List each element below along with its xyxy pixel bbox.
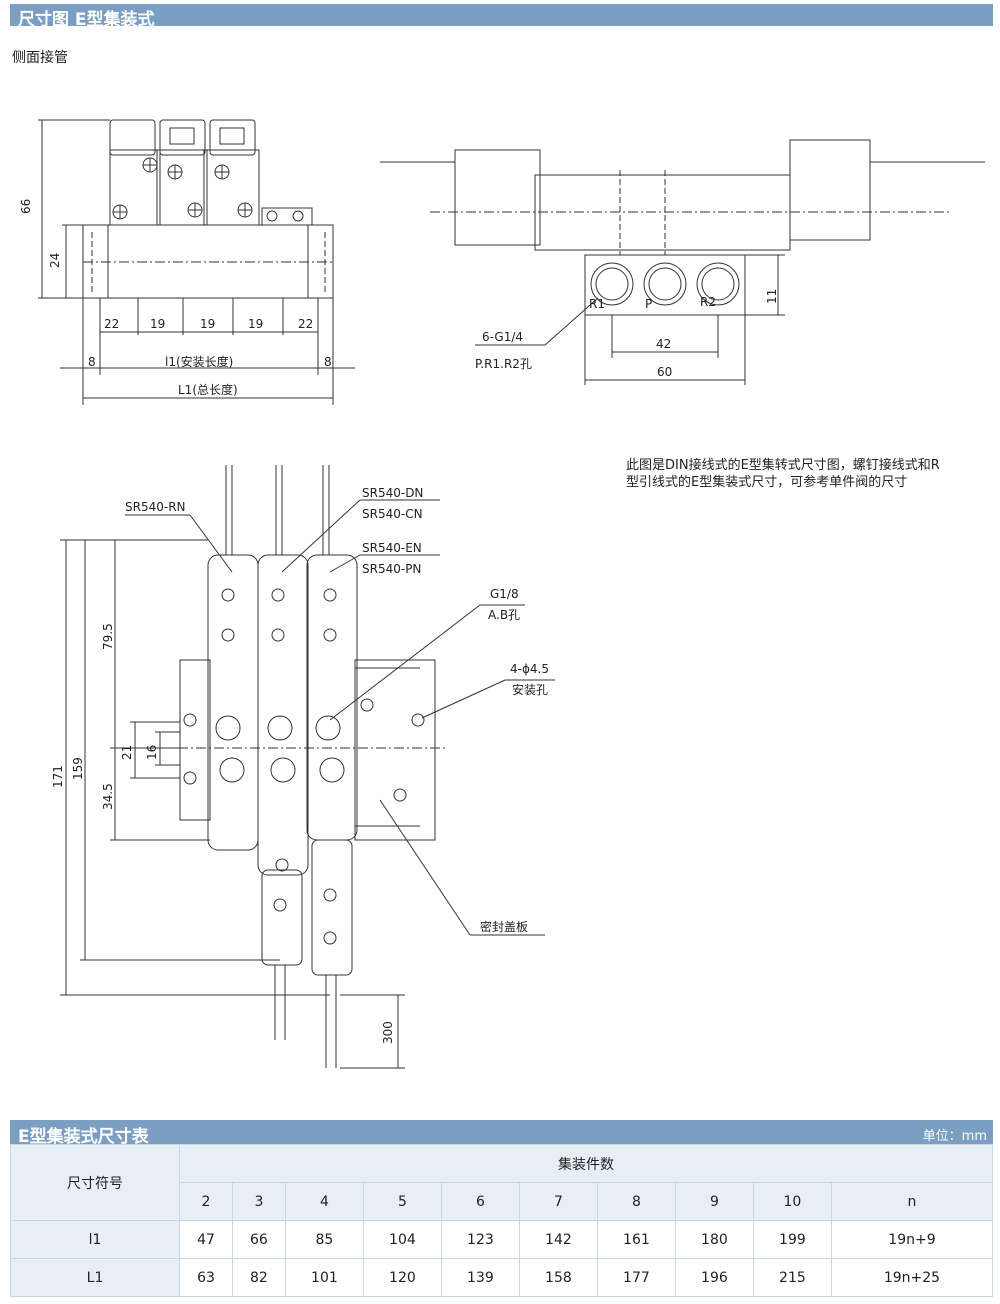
dim-8-left: 8 xyxy=(88,355,96,369)
dim-16: 16 xyxy=(145,745,159,760)
table-cell: 139 xyxy=(440,1258,520,1297)
col-header: 10 xyxy=(752,1182,832,1221)
table-cell: 180 xyxy=(674,1220,754,1259)
dim-171: 171 xyxy=(51,765,65,788)
drawing-front-view xyxy=(38,119,355,405)
table-cell: 82 xyxy=(231,1258,286,1297)
table-cell: 66 xyxy=(231,1220,286,1259)
dim-22-right: 22 xyxy=(298,317,313,331)
col-header: 9 xyxy=(674,1182,754,1221)
col-header: 3 xyxy=(231,1182,286,1221)
dim-79-5: 79.5 xyxy=(101,623,115,650)
col-header: 5 xyxy=(362,1182,442,1221)
table-unit: 单位：mm xyxy=(922,1129,987,1144)
port-r2: R2 xyxy=(700,295,716,309)
dim-24: 24 xyxy=(48,253,62,268)
port-p: P xyxy=(645,297,652,311)
table-cell: 123 xyxy=(440,1220,520,1259)
table-cell: 215 xyxy=(752,1258,832,1297)
dim-19-b: 19 xyxy=(200,317,215,331)
dimension-table: 尺寸符号 集装件数 2 3 4 5 6 7 8 9 10 n l1 47 66 … xyxy=(10,1144,994,1297)
table-cell: 85 xyxy=(284,1220,364,1259)
dim-L1: L1(总长度) xyxy=(178,382,238,397)
table-title: E型集装式尺寸表 xyxy=(18,1127,149,1147)
dim-22-left: 22 xyxy=(104,317,119,331)
ab-port-desc: A.B孔 xyxy=(488,608,520,622)
technical-drawings: 66 24 22 19 19 19 22 8 l1(安装长度) 8 L1(总长度… xyxy=(19,119,985,1069)
dim-66: 66 xyxy=(19,199,33,214)
table-cell: 63 xyxy=(179,1258,233,1297)
seal-plate-label: 密封盖板 xyxy=(480,919,528,934)
table-row: l1 47 66 85 104 123 142 161 180 199 19n+… xyxy=(10,1220,994,1259)
drawing-plan-view xyxy=(60,465,555,1069)
table-cell: 19n+9 xyxy=(830,1220,994,1259)
table-cell: 47 xyxy=(179,1220,233,1259)
table-cell: 177 xyxy=(596,1258,676,1297)
table-cell: 120 xyxy=(362,1258,442,1297)
port-r1: R1 xyxy=(589,297,605,311)
table-cell: 142 xyxy=(518,1220,598,1259)
dim-60: 60 xyxy=(657,365,672,379)
col-header: 8 xyxy=(596,1182,676,1221)
dim-11: 11 xyxy=(765,289,779,304)
model-sr540-en: SR540-EN xyxy=(362,541,422,555)
drawing-note: 此图是DIN接线式的E型集转式尺寸图，螺钉接线式和R型引线式的E型集装式尺寸，可… xyxy=(626,458,940,490)
col-header: 6 xyxy=(440,1182,520,1221)
dim-19-c: 19 xyxy=(248,317,263,331)
dim-300: 300 xyxy=(381,1021,395,1044)
group-header-cell: 集装件数 xyxy=(179,1144,993,1183)
model-sr540-cn: SR540-CN xyxy=(362,507,423,521)
row-header-cell: 尺寸符号 xyxy=(10,1144,180,1221)
mount-hole-label: 4-ϕ4.5 xyxy=(510,662,549,676)
table-cell: 199 xyxy=(752,1220,832,1259)
model-sr540-dn: SR540-DN xyxy=(362,486,423,500)
table-cell: 101 xyxy=(284,1258,364,1297)
table-cell: 104 xyxy=(362,1220,442,1259)
side-view-label: 侧面接管 xyxy=(12,50,68,66)
model-sr540-pn: SR540-PN xyxy=(362,562,421,576)
model-sr540-rn: SR540-RN xyxy=(125,500,186,514)
col-header: 4 xyxy=(284,1182,364,1221)
ab-port-label: G1/8 xyxy=(490,587,519,601)
section-header-table: E型集装式尺寸表 单位：mm xyxy=(10,1120,993,1147)
mount-hole-desc: 安装孔 xyxy=(512,682,548,697)
dim-21: 21 xyxy=(120,745,134,760)
col-header: n xyxy=(830,1182,994,1221)
port-desc: P.R1.R2孔 xyxy=(475,357,532,371)
port-label: 6-G1/4 xyxy=(482,330,523,344)
drawing-end-view xyxy=(380,139,985,385)
table-cell: 158 xyxy=(518,1258,598,1297)
dim-42: 42 xyxy=(656,337,671,351)
dim-19-a: 19 xyxy=(150,317,165,331)
table-cell: 161 xyxy=(596,1220,676,1259)
dim-159: 159 xyxy=(71,757,85,780)
section-header-dimensions: 尺寸图 E型集装式 xyxy=(10,4,993,30)
col-header: 2 xyxy=(179,1182,233,1221)
dim-l1: l1(安装长度) xyxy=(165,354,233,369)
row-label: l1 xyxy=(10,1220,180,1259)
col-header: 7 xyxy=(518,1182,598,1221)
table-cell: 19n+25 xyxy=(830,1258,994,1297)
section-title: 尺寸图 E型集装式 xyxy=(18,10,155,30)
table-row: L1 63 82 101 120 139 158 177 196 215 19n… xyxy=(10,1258,994,1297)
table-cell: 196 xyxy=(674,1258,754,1297)
dim-8-right: 8 xyxy=(324,355,332,369)
dim-34-5: 34.5 xyxy=(101,783,115,810)
row-label: L1 xyxy=(10,1258,180,1297)
